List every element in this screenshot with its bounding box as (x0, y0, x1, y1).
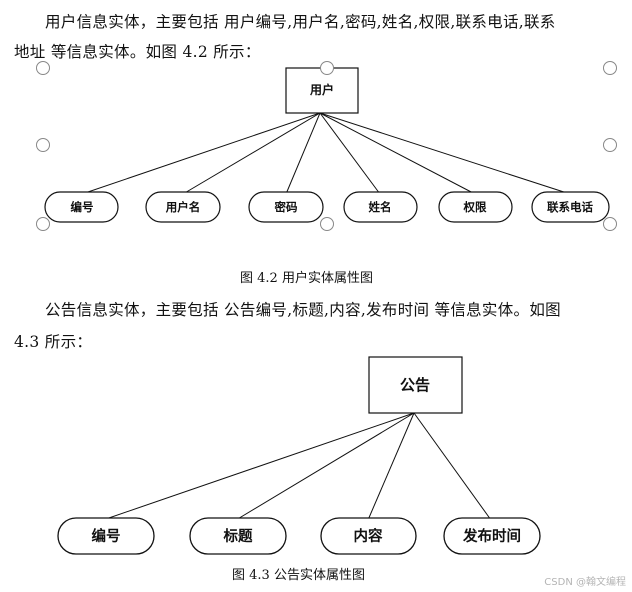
user-attr-label-5: 权限 (463, 200, 487, 214)
user-attr-oval-4 (343, 191, 418, 223)
notice-attr-label-2: 标题 (223, 527, 253, 545)
user-attr-label-4: 姓名 (368, 200, 392, 214)
figure-caption-4-2: 图 4.2 用户实体属性图 (240, 271, 373, 286)
resize-handle-middle-right[interactable] (603, 138, 617, 152)
user-entity-box (285, 67, 359, 114)
notice-attributes: 编号 标题 内容 发布时间 (57, 517, 541, 555)
notice-attr-label-4: 发布时间 (462, 527, 521, 545)
notice-lines (102, 412, 492, 521)
user-attr-label-6: 联系电话 (547, 200, 593, 214)
resize-handle-bottom-right[interactable] (603, 217, 617, 231)
user-attr-oval-2 (145, 191, 221, 223)
resize-handle-top-left[interactable] (36, 61, 50, 75)
resize-handle-bottom-left[interactable] (36, 217, 50, 231)
user-attr-label-1: 编号 (71, 200, 94, 214)
notice-attr-oval-1 (57, 517, 155, 555)
resize-handle-top-middle[interactable] (320, 61, 334, 75)
paragraph-notice-line-1: 公告信息实体，主要包括 公告编号,标题,内容,发布时间 等信息实体。如图 (45, 301, 561, 319)
notice-attr-label-1: 编号 (92, 527, 121, 545)
figure-caption-4-3: 图 4.3 公告实体属性图 (232, 568, 365, 583)
user-attr-oval-3 (248, 191, 324, 223)
notice-attr-oval-4 (443, 517, 541, 555)
notice-entity-label: 公告 (400, 376, 430, 394)
user-attr-oval-6 (531, 191, 610, 223)
user-attr-label-3: 密码 (274, 200, 298, 214)
figure-user: 用户 编号 用户名 密码 姓名 权限 联系电话 (36, 61, 617, 231)
user-entity-label: 用户 (309, 82, 334, 97)
notice-attr-label-3: 内容 (354, 527, 383, 545)
resize-handle-top-right[interactable] (603, 61, 617, 75)
resize-handle-bottom-middle[interactable] (320, 217, 334, 231)
watermark: CSDN @翰文编程 (544, 577, 626, 588)
paragraph-user-line-2: 地址 等信息实体。如图 4.2 所示： (14, 43, 261, 61)
notice-attr-oval-2 (189, 517, 287, 555)
user-attr-label-2: 用户名 (165, 200, 201, 214)
paragraph-notice-line-2: 4.3 所示： (14, 333, 93, 351)
user-lines (81, 112, 571, 195)
figure-notice: 公告 编号 标题 内容 发布时间 (57, 356, 541, 555)
resize-handle-middle-left[interactable] (36, 138, 50, 152)
user-attributes: 编号 用户名 密码 姓名 权限 联系电话 (44, 191, 610, 223)
paragraph-user-line-1: 用户信息实体，主要包括 用户编号,用户名,密码,姓名,权限,联系电话,联系 (45, 13, 556, 31)
user-attr-oval-5 (438, 191, 513, 223)
user-attr-oval-1 (44, 191, 119, 223)
selection-handles (36, 61, 617, 231)
notice-attr-oval-3 (320, 517, 417, 555)
notice-entity-box (368, 356, 463, 414)
